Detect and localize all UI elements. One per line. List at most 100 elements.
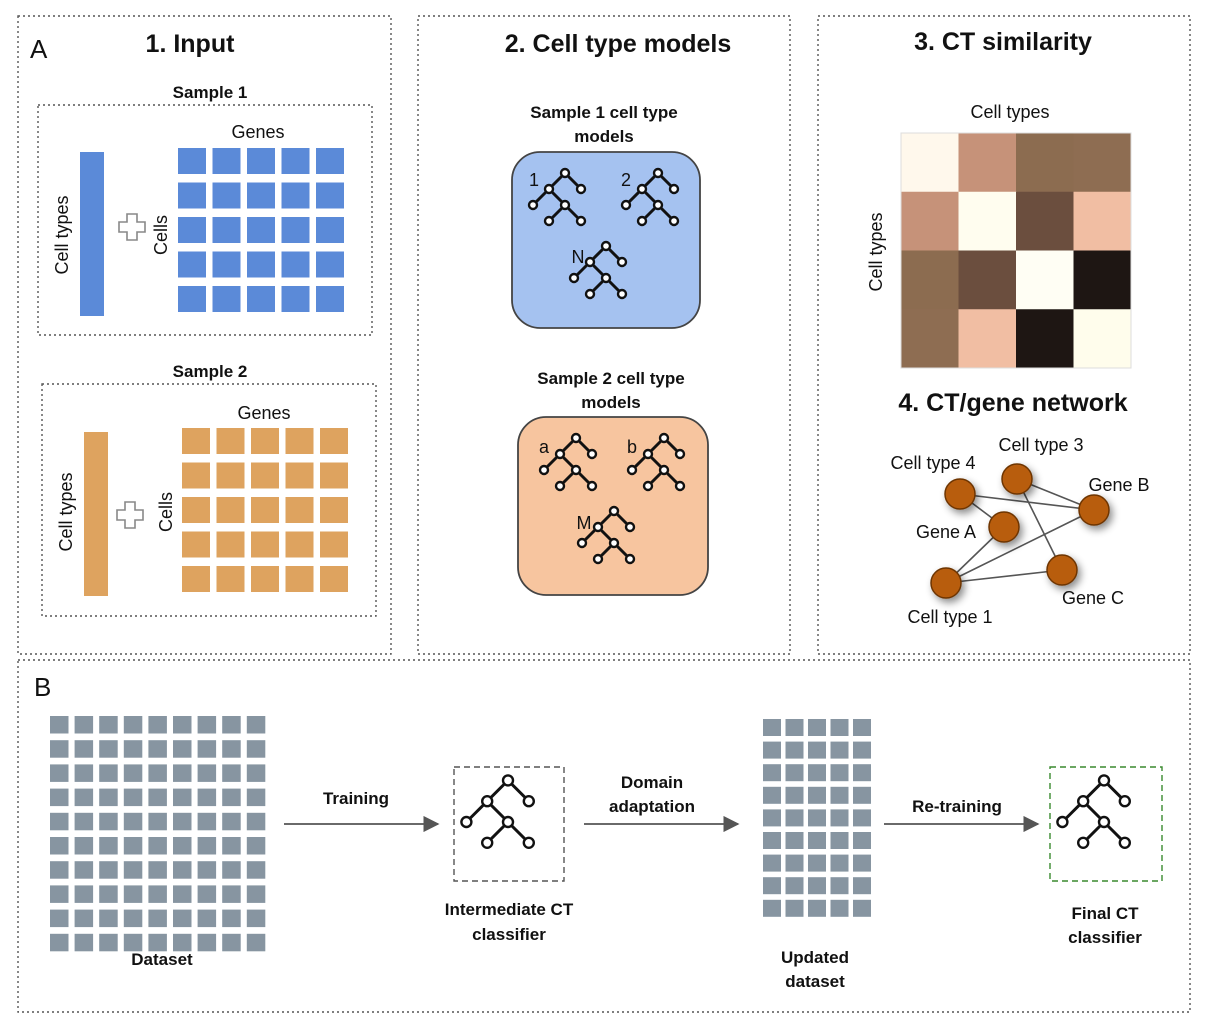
tree-node [608,505,620,517]
intermediate-classifier-box [453,766,565,882]
gene-cell [281,217,310,243]
updated-dataset-cell [808,899,826,917]
tree-node [584,288,596,300]
sample2-tree-label-m: M [577,513,592,533]
dataset-cell [173,716,192,734]
tree-node [501,815,515,829]
tree-node [538,464,550,476]
dataset-cell [123,861,143,879]
updated-dataset-cell [808,877,826,895]
updated-dataset-cell [853,719,871,736]
dataset-cell [74,812,94,831]
updated-dataset-cell [785,786,804,804]
dataset-cell [246,837,266,855]
tree-node [626,464,638,476]
tree-node [460,815,473,829]
gene-cell [285,566,314,592]
heatmap-cell [901,191,959,251]
node-gene-c [1046,554,1078,586]
dataset-cell [74,740,94,758]
dataset-cell [50,837,69,855]
decision-tree-icon [620,167,680,227]
gene-cell [178,217,206,243]
final-label-line1: Final CT [1071,904,1139,923]
dataset-cell [246,764,266,782]
gene-cell [182,497,210,523]
tree-node [600,272,612,284]
sample2-frame [41,383,377,617]
gene-cell [320,531,348,558]
tree-node [608,537,620,549]
dataset-cell [197,909,217,928]
tree-node [522,836,535,849]
dataset-cell [173,788,192,807]
tree-node [642,448,654,460]
dataset-cell [222,933,241,952]
updated-dataset-cell [853,809,871,827]
edge-ct3-genec [1016,478,1063,571]
updated-dataset-cell [808,854,826,872]
gene-cell [251,531,279,558]
tree-node [527,199,539,211]
training-label: Training [323,789,389,808]
dataset-cell [123,764,143,782]
dataset-cell [50,788,69,807]
tree-node [658,432,670,444]
sample1-models-box [511,151,701,329]
sample2-tree-group [538,432,686,565]
dataset-cell [74,716,94,734]
tree-node [559,167,571,179]
domain-label-line2: adaptation [609,797,695,816]
dataset-cell [197,933,217,952]
dataset-cell [197,837,217,855]
updated-dataset-cell [763,719,781,736]
dataset-cell [197,861,217,879]
input-panel-frame [17,15,392,655]
heatmap-cell [901,133,959,193]
dataset-cell [148,716,167,734]
dataset-cell [123,885,143,903]
tree-node [501,774,515,787]
dataset-cell [148,837,167,855]
dataset-cell [197,716,217,734]
gene-cell [178,251,206,278]
sample1-cells-label: Cells [151,215,171,255]
updated-dataset-cell [763,877,781,895]
tree-node [584,256,596,268]
sample2-celltypes-label: Cell types [56,472,76,551]
dataset-cell [173,885,192,903]
sample1-matrix [178,148,344,312]
heatmap-cell [1016,309,1074,369]
sample1-celltype-bar [80,152,104,316]
input-title: 1. Input [146,30,236,58]
gene-cell [281,148,310,174]
models-title: 2. Cell type models [505,30,731,58]
tree-node [658,464,670,476]
updated-dataset-cell [763,741,781,759]
gene-cell [212,251,241,278]
heatmap-cell [958,309,1017,369]
sample1-tree-label-n: N [572,247,585,267]
dataset-cell [222,716,241,734]
gene-cell [212,286,241,312]
updated-dataset-cell [763,832,781,849]
sample1-celltypes-label: Cell types [52,195,72,274]
dataset-cell [222,764,241,782]
updated-dataset-cell [830,809,849,827]
gene-cell [247,251,275,278]
dataset-cell [246,861,266,879]
similarity-heatmap [901,133,1132,369]
dataset-label: Dataset [131,950,193,969]
sample1-plus-icon [118,213,146,241]
dataset-cell [74,764,94,782]
heatmap-cell [958,133,1017,193]
node-cell-type-3 [1001,463,1033,495]
decision-tree-icon [538,432,598,492]
tree-node [543,215,555,227]
dataset-cell [197,812,217,831]
updated-label-line1: Updated [781,948,849,967]
dataset-matrix [50,716,266,952]
dataset-cell [246,740,266,758]
tree-node [1097,815,1111,829]
